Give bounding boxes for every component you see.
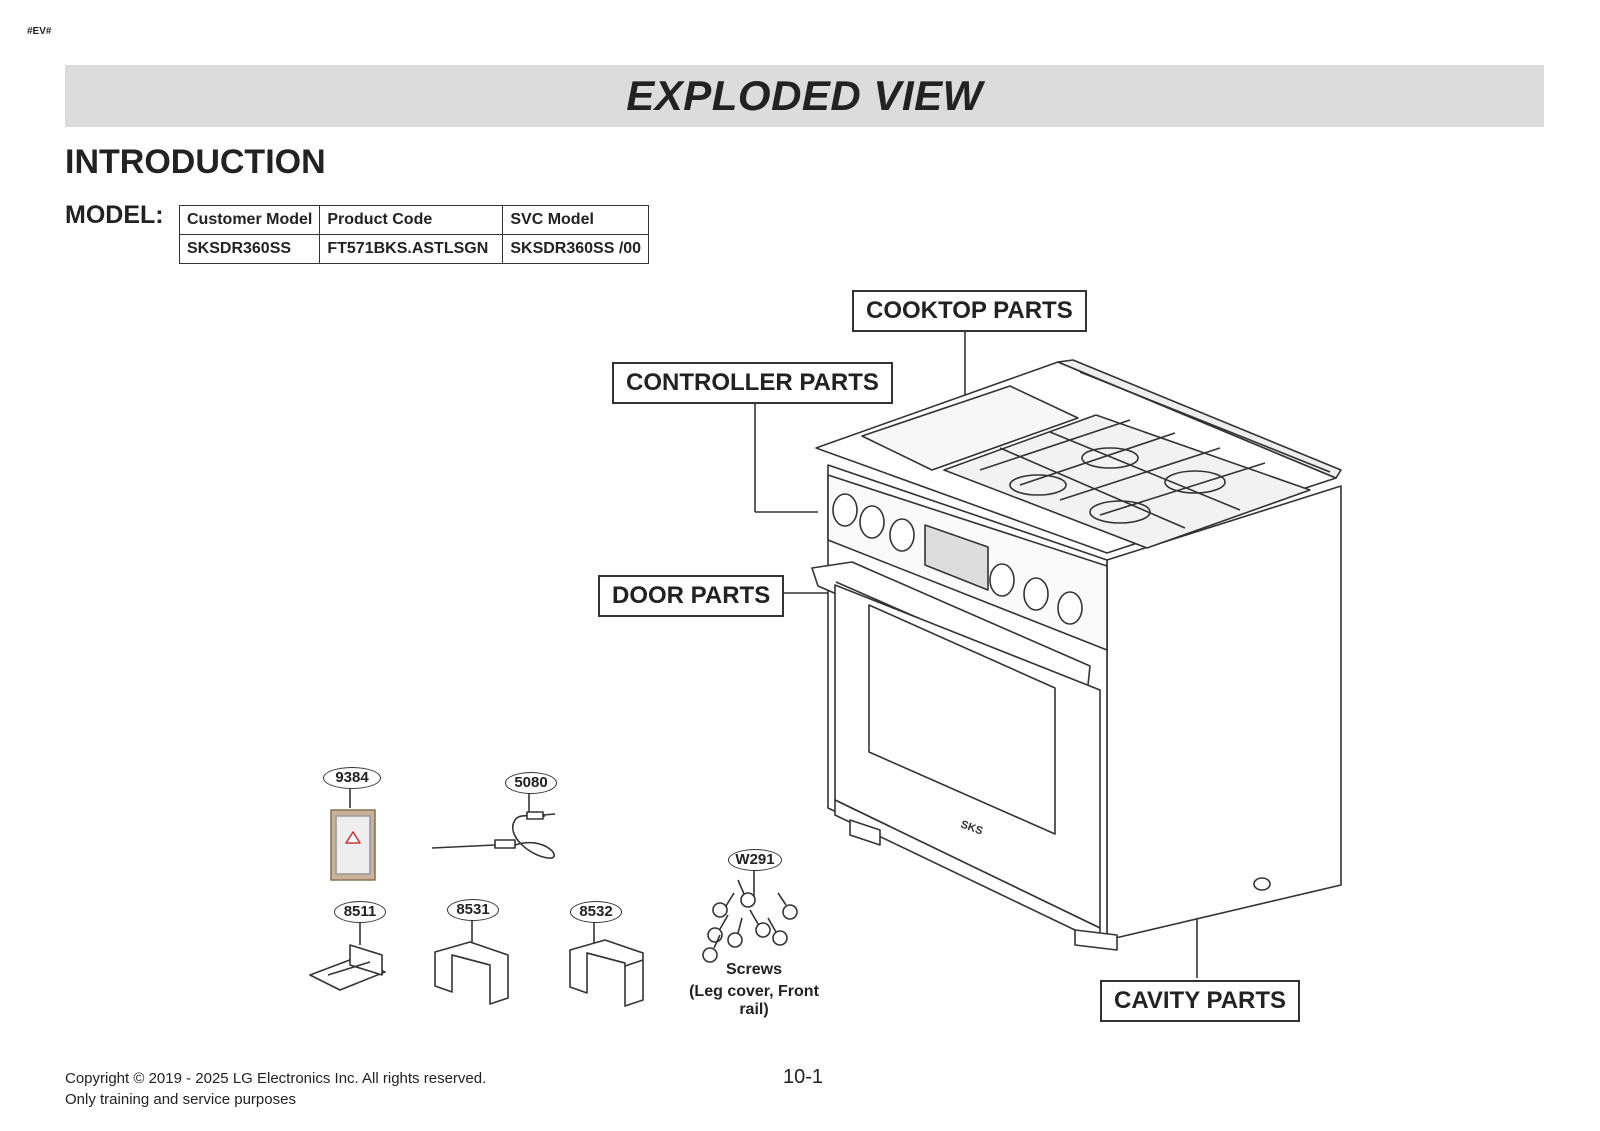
footer: Copyright © 2019 - 2025 LG Electronics I… [65, 1068, 486, 1110]
callout-cavity-parts: CAVITY PARTS [1100, 980, 1301, 1022]
model-table-header-row: Customer Model Product Code SVC Model [178, 205, 650, 235]
part-8511-illustration [309, 944, 386, 991]
cell-svc-model: SKSDR360SS /00 [502, 234, 650, 264]
screws-caption: Screws (Leg cover, Front rail) [674, 961, 834, 1019]
footer-copyright: Copyright © 2019 - 2025 LG Electronics I… [65, 1070, 487, 1087]
part-label-8511: 8511 [334, 901, 386, 923]
model-label: MODEL: [65, 201, 164, 229]
header-product-code: Product Code [319, 205, 504, 235]
screws-caption-line2: (Leg cover, Front rail) [689, 983, 819, 1018]
title-bar: EXPLODED VIEW [65, 65, 1544, 127]
header-svc-model: SVC Model [502, 205, 650, 235]
range-illustration [811, 359, 1342, 951]
document-tag: #EV# [27, 26, 52, 37]
model-table-row: SKSDR360SS FT571BKS.ASTLSGN SKSDR360SS /… [178, 234, 650, 264]
model-table: Customer Model Product Code SVC Model SK… [178, 205, 650, 264]
part-8531-illustration [434, 941, 509, 1005]
cell-customer-model: SKSDR360SS [178, 234, 321, 264]
part-label-w291: W291 [728, 849, 782, 871]
part-9384-illustration [330, 809, 376, 881]
screws-caption-line1: Screws [725, 961, 783, 978]
callout-controller-parts: CONTROLLER PARTS [612, 362, 893, 404]
part-label-8532: 8532 [570, 901, 622, 923]
part-8532-illustration [569, 939, 644, 1007]
header-customer-model: Customer Model [178, 205, 321, 235]
part-w291-illustration [702, 879, 798, 963]
cell-product-code: FT571BKS.ASTLSGN [319, 234, 504, 264]
part-label-9384: 9384 [323, 767, 381, 789]
callout-cooktop-parts: COOKTOP PARTS [852, 290, 1087, 332]
page-title: EXPLODED VIEW [626, 72, 983, 119]
callout-door-parts: DOOR PARTS [598, 575, 785, 617]
page-number: 10-1 [783, 1066, 824, 1088]
section-heading: INTRODUCTION [65, 143, 326, 181]
part-label-5080: 5080 [505, 772, 557, 794]
part-label-8531: 8531 [447, 899, 499, 921]
part-5080-illustration [431, 811, 556, 859]
footer-note: Only training and service purposes [65, 1091, 296, 1108]
